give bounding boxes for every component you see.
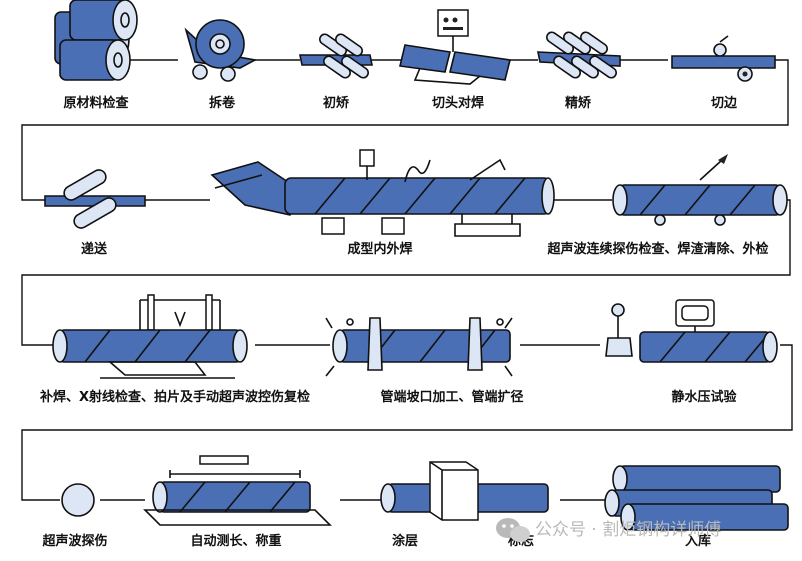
- label-edge-trimming: 切边: [711, 96, 738, 111]
- watermark-text: 公众号 · 割炬钢构详师傅: [535, 520, 721, 540]
- welder-icon: [399, 9, 511, 85]
- coating-box-icon: [380, 461, 549, 521]
- roller-icon: [537, 31, 621, 79]
- label-uncoiling: 拆卷: [209, 95, 236, 111]
- label-repair-xray: 补焊、X射线检查、拍片及手动超声波控伤复检: [39, 389, 310, 405]
- label-initial-leveling: 初矫: [323, 95, 349, 111]
- label-hydrostatic-test: 静水压试验: [671, 389, 737, 405]
- label-feeding: 递送: [81, 241, 108, 257]
- label-ultrasonic-flaw: 超声波探伤: [42, 533, 107, 549]
- label-storage: 入库: [685, 533, 711, 549]
- xray-station-icon: [52, 294, 248, 379]
- ultrasonic-ring-icon: [61, 483, 95, 517]
- flow-lines: [21, 59, 793, 501]
- step-labels: 原材料检查 拆卷 初矫 切头对焊 精矫 切边 递送 成型内外焊 超声波连续探伤检…: [39, 95, 769, 549]
- wechat-icon: [496, 518, 530, 542]
- label-raw-material-inspection: 原材料检查: [63, 95, 129, 111]
- label-fine-leveling: 精矫: [565, 95, 591, 111]
- label-coating: 涂层: [392, 533, 418, 549]
- label-length-weighing: 自动测长、称重: [190, 533, 281, 549]
- edge-cutter-icon: [671, 35, 776, 82]
- label-end-bevel-expansion: 管端坡口加工、管端扩径: [380, 389, 523, 405]
- label-ultrasonic-inspection: 超声波连续探伤检查、焊渣清除、外检: [547, 241, 768, 257]
- watermark: 公众号 · 割炬钢构详师傅: [496, 518, 721, 542]
- roller-icon: [299, 33, 373, 79]
- label-butt-welding: 切头对焊: [432, 95, 484, 111]
- roller-icon: [44, 169, 146, 229]
- label-forming-welding: 成型内外焊: [347, 241, 412, 257]
- coil-icon: [54, 0, 138, 81]
- uncoiler-icon: [184, 19, 258, 82]
- pipe-end-machine-icon: [325, 317, 513, 377]
- weighing-scale-icon: [143, 455, 332, 526]
- forming-welding-machine-icon: [210, 149, 555, 237]
- pipe-icon: [612, 154, 788, 226]
- gauge-icon: [605, 299, 778, 363]
- pipe-stack-icon: [604, 465, 789, 531]
